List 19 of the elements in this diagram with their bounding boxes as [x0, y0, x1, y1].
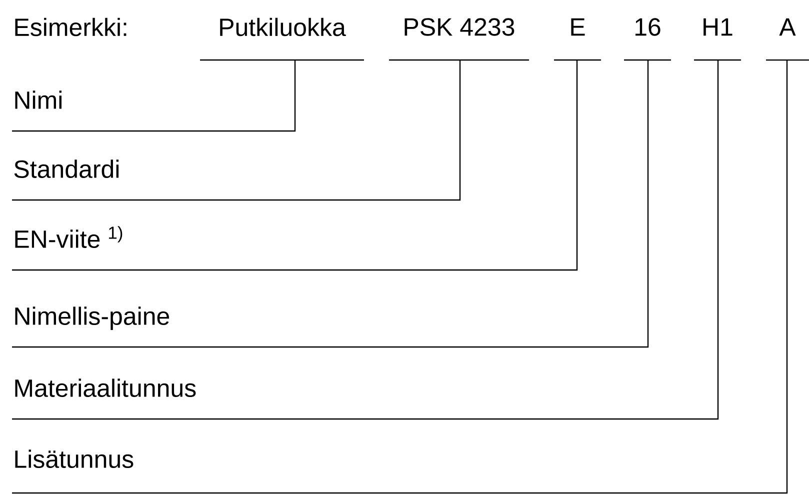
code-part: A: [766, 18, 809, 61]
field-label: Lisätunnus: [15, 450, 134, 468]
code-part: PSK 4233: [389, 18, 529, 61]
leader-line: [12, 60, 788, 494]
code-part: H1: [694, 18, 741, 61]
code-part: Putkiluokka: [200, 18, 364, 61]
leader-line: [12, 60, 719, 420]
leader-line: [12, 60, 296, 132]
code-part: E: [554, 18, 601, 61]
leader-line: [12, 60, 649, 348]
field-label: Materiaalitunnus: [15, 378, 196, 398]
field-label: Nimellis-paine: [15, 306, 170, 330]
leader-line: [12, 60, 578, 271]
field-label: EN-viite $^{1)}$: [15, 226, 122, 248]
field-label: Standardi: [14, 160, 119, 178]
example-label: Esimerkki:: [15, 18, 126, 36]
field-label: Nimi: [15, 90, 62, 109]
code-part: 16: [624, 18, 671, 61]
leader-line: [12, 60, 461, 201]
